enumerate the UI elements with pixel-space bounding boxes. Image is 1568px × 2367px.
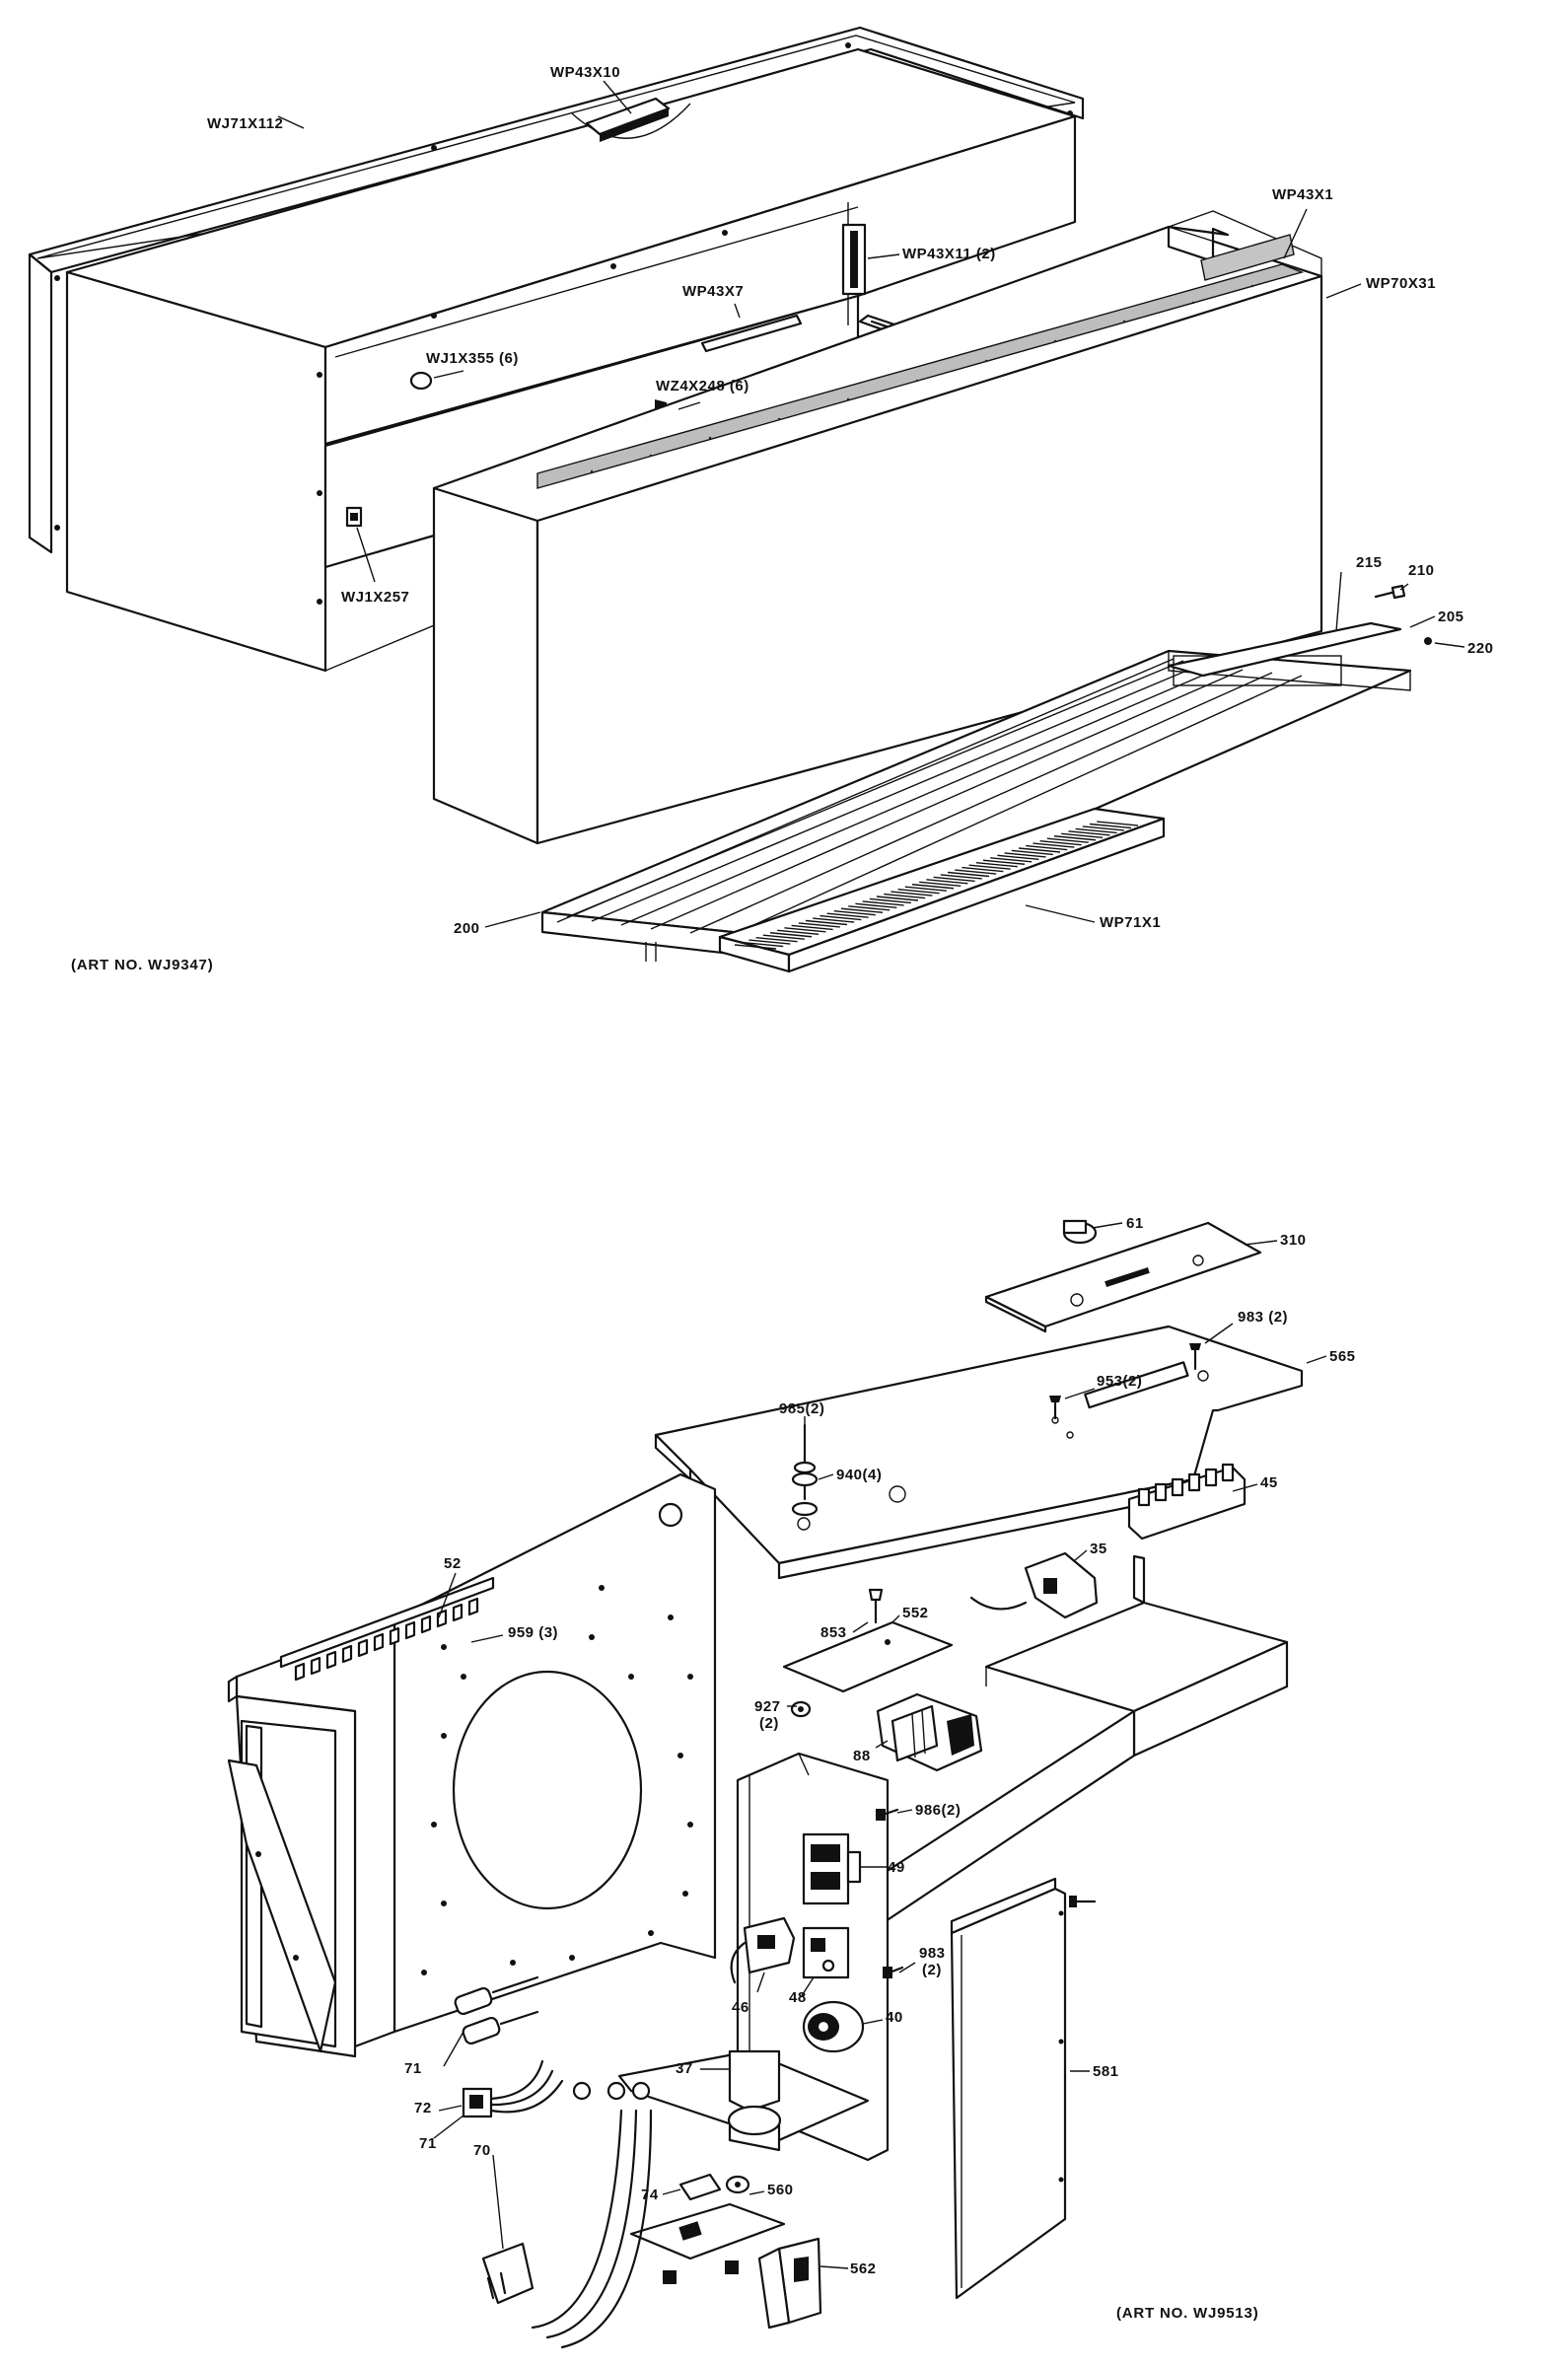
screw-210 — [1374, 584, 1406, 600]
label-560: 560 — [767, 2182, 794, 2198]
label-wp71x1: WP71X1 — [1100, 914, 1161, 931]
channel-wp43x7 — [700, 314, 803, 353]
label-986: 986(2) — [915, 1802, 961, 1819]
label-wp43x11: WP43X11 (2) — [902, 246, 996, 262]
label-985: 985(2) — [779, 1400, 824, 1417]
label-983-side: 983 — [919, 1945, 946, 1962]
label-wj71x112: WJ71X112 — [207, 115, 283, 132]
part-220 — [1424, 637, 1432, 645]
label-940: 940(4) — [836, 1467, 882, 1483]
label-853: 853 — [820, 1624, 847, 1641]
caption-art-wj9347: (ART NO. WJ9347) — [71, 957, 214, 973]
label-581: 581 — [1093, 2063, 1119, 2080]
label-927-qty: (2) — [759, 1715, 779, 1732]
label-wp70x31: WP70X31 — [1366, 275, 1436, 292]
screw-stack-985-940 — [791, 1423, 819, 1517]
clip-wj1x257 — [345, 506, 363, 528]
wiring-harness — [454, 1975, 653, 2349]
label-565: 565 — [1329, 1348, 1356, 1365]
component-48 — [802, 1926, 850, 1979]
left-end-plate — [227, 1758, 337, 2053]
screws-560 — [663, 2260, 739, 2284]
label-35: 35 — [1090, 1541, 1107, 1557]
handle-wp43x10 — [571, 97, 691, 142]
knob-61 — [1062, 1219, 1098, 1245]
plug-wj1x355 — [409, 371, 433, 391]
nut-927 — [790, 1700, 812, 1718]
thermostat-35 — [969, 1551, 1099, 1619]
label-220: 220 — [1467, 640, 1494, 657]
label-37: 37 — [676, 2060, 693, 2077]
label-210: 210 — [1408, 562, 1435, 579]
clip-wp43x11 — [841, 223, 867, 296]
label-40: 40 — [886, 2009, 903, 2026]
bracket-562 — [757, 2237, 822, 2330]
label-927: 927 — [754, 1698, 781, 1715]
label-48: 48 — [789, 1989, 807, 2006]
label-45: 45 — [1260, 1474, 1278, 1491]
label-88: 88 — [853, 1748, 871, 1764]
label-562: 562 — [850, 2260, 877, 2277]
label-310: 310 — [1280, 1232, 1307, 1249]
terminal-block-45 — [1127, 1463, 1247, 1541]
label-wp43x1: WP43X1 — [1272, 186, 1333, 203]
caption-art-wj9513: (ART NO. WJ9513) — [1116, 2305, 1259, 2322]
label-52: 52 — [444, 1555, 462, 1572]
label-wp43x7: WP43X7 — [682, 283, 744, 300]
relay-88 — [876, 1692, 983, 1772]
label-49: 49 — [888, 1859, 905, 1876]
label-552: 552 — [902, 1605, 929, 1621]
heater-support-channel — [881, 1554, 1289, 1925]
label-wj1x355: WJ1X355 (6) — [426, 350, 519, 367]
wall-sleeve-flange — [28, 26, 1085, 554]
label-70: 70 — [473, 2142, 491, 2159]
screws-953-983 — [1049, 1343, 1201, 1420]
screws-986-983 — [876, 1808, 904, 1978]
label-71-lower: 71 — [419, 2135, 437, 2152]
bottom-exploded-view — [227, 1219, 1304, 2349]
bottom-labels: 61 310 983 (2) 565 953(2) 985(2) 940(4) … — [404, 1215, 1356, 2322]
control-mount-plate-565 — [654, 1325, 1304, 1580]
part-215-plate — [1167, 621, 1402, 678]
base-plate-37 — [617, 2049, 870, 2152]
label-wp43x10: WP43X10 — [550, 64, 620, 81]
label-wz4x248: WZ4X248 (6) — [656, 378, 749, 394]
label-200: 200 — [454, 920, 480, 937]
control-board-552 — [782, 1588, 954, 1693]
label-953: 953(2) — [1097, 1373, 1142, 1390]
access-cover-581 — [950, 1877, 1097, 2300]
label-72: 72 — [414, 2100, 432, 2116]
label-983-top: 983 (2) — [1238, 1309, 1288, 1326]
label-46: 46 — [732, 1999, 749, 2016]
label-71-upper: 71 — [404, 2060, 422, 2077]
label-215: 215 — [1356, 554, 1383, 571]
label-959: 959 (3) — [508, 1624, 558, 1641]
lower-grille-wp71x1 — [718, 807, 1166, 973]
part-74-560 — [629, 2173, 786, 2284]
front-cover-wp70x31 — [432, 210, 1323, 845]
top-labels: WJ71X112 WP43X10 WP43X11 (2) WP43X1 WP70… — [71, 64, 1494, 973]
label-61: 61 — [1126, 1215, 1144, 1232]
component-40 — [802, 2000, 865, 2053]
component-46 — [730, 1916, 796, 1984]
label-wj1x257: WJ1X257 — [341, 589, 409, 606]
control-plate-310 — [984, 1221, 1262, 1333]
top-exploded-view — [28, 26, 1432, 973]
label-74: 74 — [641, 2187, 659, 2203]
label-205: 205 — [1438, 609, 1464, 625]
label-983-side-qty: (2) — [922, 1962, 942, 1978]
